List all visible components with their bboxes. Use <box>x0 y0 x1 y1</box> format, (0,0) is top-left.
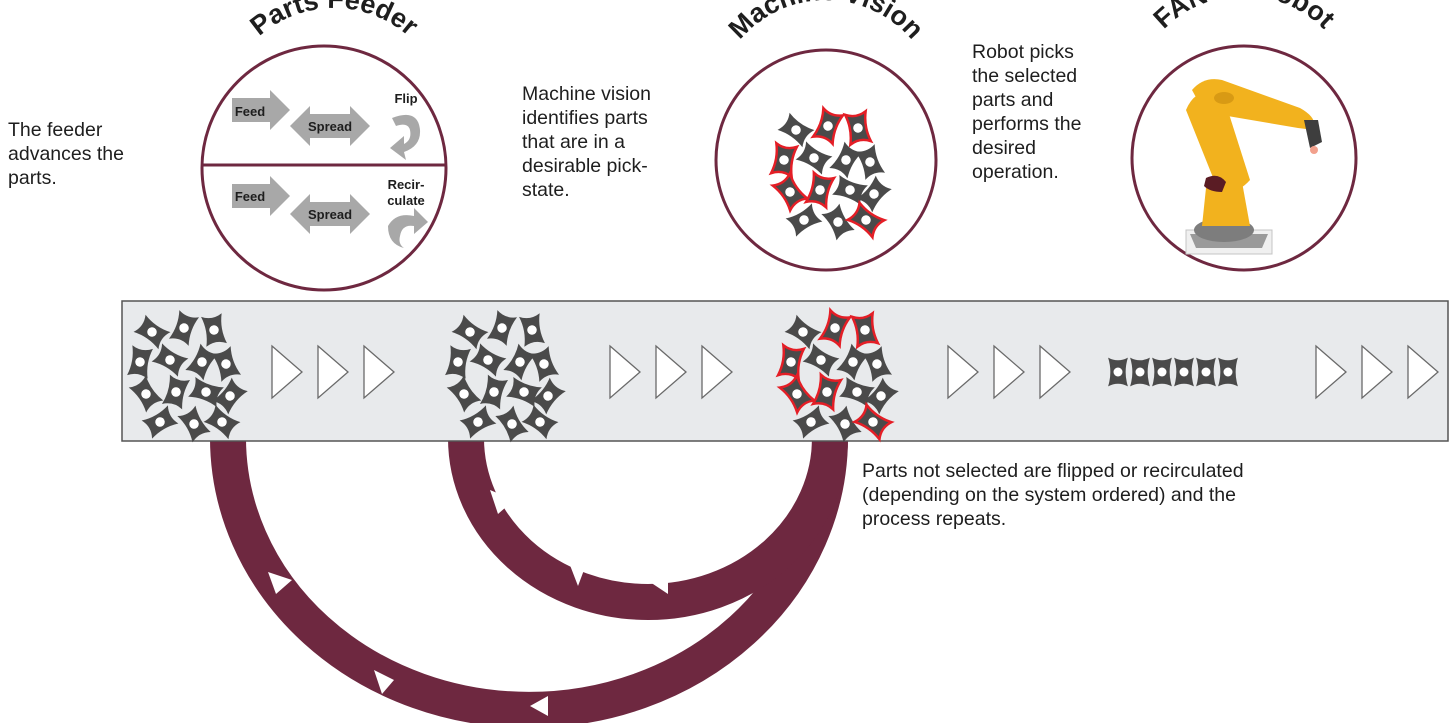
recirculate-label-line1: Recir- <box>388 177 425 192</box>
chevron-right-icon <box>947 344 979 400</box>
chevron-right-icon <box>1407 344 1439 400</box>
chevron-right-icon <box>993 344 1025 400</box>
robot-arm-icon <box>1185 79 1322 255</box>
robot-circle <box>1130 44 1358 272</box>
feeder-circle: Feed Spread Flip Feed Spread Recir- cula… <box>200 44 448 292</box>
vision-circle <box>714 48 938 272</box>
feed-label-top: Feed <box>235 104 265 119</box>
feed-arrow-top <box>232 90 290 130</box>
chevron-right-icon <box>1315 344 1347 400</box>
part-icon <box>1152 357 1172 387</box>
vision-description: Machine vision identifies parts that are… <box>522 83 651 201</box>
chevron-right-icon <box>363 344 395 400</box>
feeder-description: The feeder advances the parts. <box>8 119 125 189</box>
loop-arrow <box>644 566 668 594</box>
loop-arrow <box>490 490 514 514</box>
flow-chevrons <box>271 344 1439 400</box>
part-icon <box>1174 357 1194 387</box>
spread-arrow-top <box>290 106 370 146</box>
recirculate-label-line2: culate <box>387 193 425 208</box>
loop-description: Parts not selected are flipped or recirc… <box>862 460 1244 530</box>
loop-arrow <box>268 572 292 594</box>
part-icon <box>1108 357 1128 387</box>
feed-label-bottom: Feed <box>235 189 265 204</box>
spread-label-top: Spread <box>308 119 352 134</box>
feeder-title: Parts Feeder <box>244 0 424 41</box>
chevron-right-icon <box>1039 344 1071 400</box>
spread-arrow-bottom <box>290 194 370 234</box>
spread-label-bottom: Spread <box>308 207 352 222</box>
feed-arrow-bottom <box>232 176 290 216</box>
vision-title: Machine Vision <box>723 0 930 44</box>
robot-title: FANUC Robot <box>1148 0 1341 34</box>
flip-arrow-icon <box>390 114 421 160</box>
loop-arrow <box>374 670 394 694</box>
chevron-right-icon <box>1361 344 1393 400</box>
loop-arrow <box>568 560 584 586</box>
chevron-right-icon <box>655 344 687 400</box>
part-icon <box>1196 357 1216 387</box>
chevron-right-icon <box>609 344 641 400</box>
recirculation-loops <box>210 437 848 723</box>
part-icon <box>1130 357 1150 387</box>
robot-description: Robot picks the selected parts and perfo… <box>972 41 1082 183</box>
chevron-right-icon <box>271 344 303 400</box>
chevron-right-icon <box>701 344 733 400</box>
recirculate-arrow-icon <box>388 208 428 248</box>
chevron-right-icon <box>317 344 349 400</box>
part-icon <box>1218 357 1238 387</box>
flip-label: Flip <box>394 91 417 106</box>
loop-arrow <box>530 696 548 716</box>
